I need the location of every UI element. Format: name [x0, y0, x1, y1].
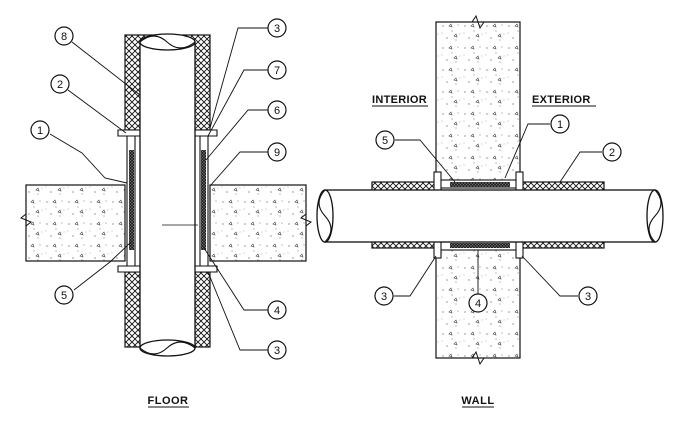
floor-pipe-break-bottom	[139, 341, 196, 355]
leader-floor-9	[209, 151, 268, 187]
leader-floor-6	[205, 109, 268, 161]
svg-text:6: 6	[274, 105, 280, 117]
callout-wall-5: 5	[375, 130, 395, 150]
svg-text:2: 2	[609, 147, 615, 159]
callout-floor-1: 1	[30, 120, 50, 140]
leader-floor-2	[67, 89, 127, 134]
svg-text:5: 5	[61, 290, 67, 302]
callout-floor-3-bottom: 3	[267, 340, 287, 360]
svg-text:3: 3	[274, 23, 280, 35]
svg-text:9: 9	[274, 147, 280, 159]
svg-text:7: 7	[274, 65, 280, 77]
leader-wall-1	[504, 123, 550, 179]
floor-seal-right	[201, 150, 206, 250]
svg-text:3: 3	[274, 345, 280, 357]
callout-wall-3-left: 3	[374, 286, 394, 306]
callout-wall-2: 2	[602, 142, 622, 162]
floor-pipe	[139, 41, 196, 349]
floor-slab-break-left	[20, 185, 32, 261]
leader-floor-1	[49, 133, 128, 184]
callout-floor-4: 4	[267, 300, 287, 320]
leader-wall-2	[559, 151, 602, 183]
label-exterior: EXTERIOR	[532, 94, 591, 106]
callout-wall-1: 1	[550, 114, 570, 134]
wall-break-bottom	[436, 350, 520, 366]
wall-pipe-break-left	[318, 189, 332, 243]
leader-floor-3-bottom	[207, 271, 268, 351]
callout-wall-4: 4	[468, 293, 488, 313]
floor-seal-left	[129, 150, 134, 250]
leader-wall-3-right	[521, 255, 578, 297]
svg-text:1: 1	[37, 125, 43, 137]
svg-text:1: 1	[557, 119, 563, 131]
svg-text:4: 4	[475, 298, 481, 310]
wall-break-top	[436, 14, 520, 30]
callout-floor-7: 7	[267, 60, 287, 80]
wall-pipe	[324, 189, 656, 243]
callout-floor-9: 9	[267, 142, 287, 162]
title-floor: FLOOR	[148, 395, 189, 407]
svg-text:4: 4	[274, 305, 280, 317]
wall-pipe-break-right	[648, 189, 662, 243]
floor-detail: 8 2 1 5 3 7 6 9 4 3 FLOOR	[20, 18, 312, 408]
callout-floor-5: 5	[54, 285, 74, 305]
callout-wall-3-right: 3	[578, 286, 598, 306]
floor-slab-right	[209, 184, 307, 262]
wall-detail: INTERIOR EXTERIOR 5 1 2 3 4 3 WALL	[316, 14, 664, 408]
wall-upper	[435, 21, 521, 183]
wall-seal-top	[450, 182, 510, 187]
svg-text:5: 5	[382, 135, 388, 147]
leader-floor-7	[207, 69, 268, 137]
floor-slab-break-right	[300, 185, 312, 261]
leader-floor-5	[73, 241, 132, 291]
svg-text:3: 3	[381, 291, 387, 303]
label-interior: INTERIOR	[372, 94, 427, 106]
callout-floor-2: 2	[50, 74, 70, 94]
leader-floor-8	[71, 41, 141, 96]
leader-floor-3-top	[209, 27, 268, 129]
svg-text:2: 2	[57, 79, 63, 91]
callout-floor-6: 6	[267, 100, 287, 120]
floor-pipe-break-top	[139, 35, 196, 49]
leader-wall-5	[395, 139, 456, 183]
wall-seal-bottom	[450, 243, 510, 248]
leader-wall-3-left	[394, 255, 437, 297]
leader-floor-4	[203, 247, 268, 311]
floor-slab-left	[25, 184, 126, 262]
title-wall: WALL	[461, 395, 494, 407]
callout-floor-3-top: 3	[267, 18, 287, 38]
callout-floor-8: 8	[54, 26, 74, 46]
svg-text:8: 8	[61, 31, 67, 43]
svg-text:3: 3	[585, 291, 591, 303]
